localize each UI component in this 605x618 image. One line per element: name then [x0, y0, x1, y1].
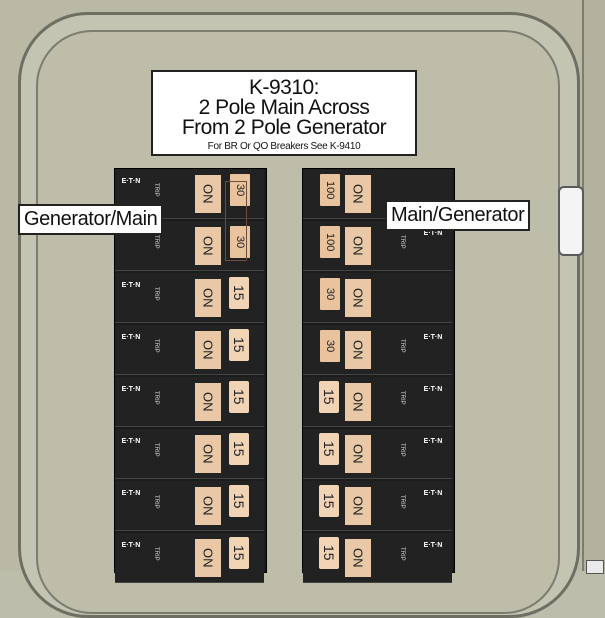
breaker-rating: 30: [319, 277, 341, 311]
on-label: ON: [195, 279, 221, 317]
breaker-rating: 15: [319, 381, 339, 413]
trip-label: TRIP: [153, 391, 159, 405]
trip-label: TRIP: [153, 183, 159, 197]
door-edge: [582, 0, 605, 571]
brand-icon: E·T·N: [423, 386, 443, 393]
on-label: ON: [195, 227, 221, 265]
brand-icon: E·T·N: [423, 542, 443, 549]
breaker-rating: 15: [319, 537, 339, 569]
on-label: ON: [345, 487, 371, 525]
breaker-rating: 15: [229, 485, 249, 517]
trip-label: TRIP: [399, 339, 405, 353]
left-breaker-15a-1[interactable]: E·T·N TRIP ON 15: [115, 273, 264, 323]
on-label: ON: [195, 383, 221, 421]
breaker-rating: 15: [229, 277, 249, 309]
trip-label: TRIP: [399, 443, 405, 457]
right-breaker-15a-1[interactable]: 15 ON TRIP E·T·N: [303, 377, 452, 427]
breaker-rating: 15: [319, 433, 339, 465]
title-note: For BR Or QO Breakers See K-9410: [207, 141, 361, 152]
on-label: ON: [195, 487, 221, 525]
door-latch-icon[interactable]: [558, 186, 584, 256]
trip-label: TRIP: [399, 495, 405, 509]
trip-label: TRIP: [153, 495, 159, 509]
on-label: ON: [195, 331, 221, 369]
on-label: ON: [345, 175, 371, 213]
lower-hinge-icon: [586, 560, 604, 574]
on-label: ON: [345, 279, 371, 317]
breaker-rating: 15: [229, 381, 249, 413]
brand-icon: E·T·N: [121, 178, 141, 185]
on-label: ON: [345, 539, 371, 577]
breaker-rating: 100: [319, 173, 341, 207]
brand-icon: E·T·N: [121, 438, 141, 445]
on-label: ON: [345, 227, 371, 265]
right-breaker-column: 100 ON 100 ON TRIP E·T·N 30 ON 30 ON TRI…: [302, 168, 455, 583]
right-breaker-15a-4[interactable]: 15 ON TRIP E·T·N: [303, 533, 452, 583]
breaker-rating: 100: [319, 225, 341, 259]
on-label: ON: [345, 435, 371, 473]
brand-icon: E·T·N: [121, 334, 141, 341]
right-gen-breaker-1[interactable]: 30 ON: [303, 273, 452, 323]
left-breaker-15a-6[interactable]: E·T·N TRIP ON 15: [115, 533, 264, 583]
trip-label: TRIP: [153, 547, 159, 561]
on-label: ON: [195, 175, 221, 213]
brand-icon: E·T·N: [423, 490, 443, 497]
left-breaker-column: E·T·N TRIP ON 30 TRIP ON 30 E·T·N TRIP O…: [114, 168, 267, 583]
left-breaker-15a-3[interactable]: E·T·N TRIP ON 15: [115, 377, 264, 427]
right-breaker-15a-2[interactable]: 15 ON TRIP E·T·N: [303, 429, 452, 479]
trip-label: TRIP: [153, 443, 159, 457]
trip-label: TRIP: [399, 235, 405, 249]
breaker-rating: 15: [319, 485, 339, 517]
left-breaker-15a-5[interactable]: E·T·N TRIP ON 15: [115, 481, 264, 531]
brand-icon: E·T·N: [423, 334, 443, 341]
right-main-breaker-1[interactable]: 100 ON: [303, 169, 452, 219]
main-generator-label: Main/Generator: [385, 200, 531, 231]
brand-icon: E·T·N: [121, 282, 141, 289]
title-line-1: K-9310:: [248, 76, 320, 99]
on-label: ON: [345, 383, 371, 421]
brand-icon: E·T·N: [121, 386, 141, 393]
left-handle-tie: [225, 181, 247, 261]
left-breaker-15a-2[interactable]: E·T·N TRIP ON 15: [115, 325, 264, 375]
generator-main-label: Generator/Main: [18, 204, 164, 235]
brand-icon: E·T·N: [121, 542, 141, 549]
trip-label: TRIP: [153, 235, 159, 249]
breaker-rating: 30: [319, 329, 341, 363]
left-breaker-15a-4[interactable]: E·T·N TRIP ON 15: [115, 429, 264, 479]
brand-icon: E·T·N: [423, 230, 443, 237]
trip-label: TRIP: [153, 287, 159, 301]
on-label: ON: [345, 331, 371, 369]
right-gen-breaker-2[interactable]: 30 ON TRIP E·T·N: [303, 325, 452, 375]
on-label: ON: [195, 435, 221, 473]
trip-label: TRIP: [153, 339, 159, 353]
trip-label: TRIP: [399, 391, 405, 405]
brand-icon: E·T·N: [121, 490, 141, 497]
breaker-rating: 15: [229, 329, 249, 361]
on-label: ON: [195, 539, 221, 577]
breaker-rating: 15: [229, 433, 249, 465]
title-line-2: 2 Pole Main Across: [198, 96, 370, 119]
left-main-breaker-1[interactable]: E·T·N TRIP ON 30: [115, 169, 264, 219]
breaker-rating: 30: [229, 225, 251, 259]
title-card: K-9310: 2 Pole Main Across From 2 Pole G…: [151, 70, 417, 156]
right-breaker-15a-3[interactable]: 15 ON TRIP E·T·N: [303, 481, 452, 531]
title-line-3: From 2 Pole Generator: [181, 116, 387, 139]
breaker-rating: 15: [229, 537, 249, 569]
trip-label: TRIP: [399, 547, 405, 561]
brand-icon: E·T·N: [423, 438, 443, 445]
